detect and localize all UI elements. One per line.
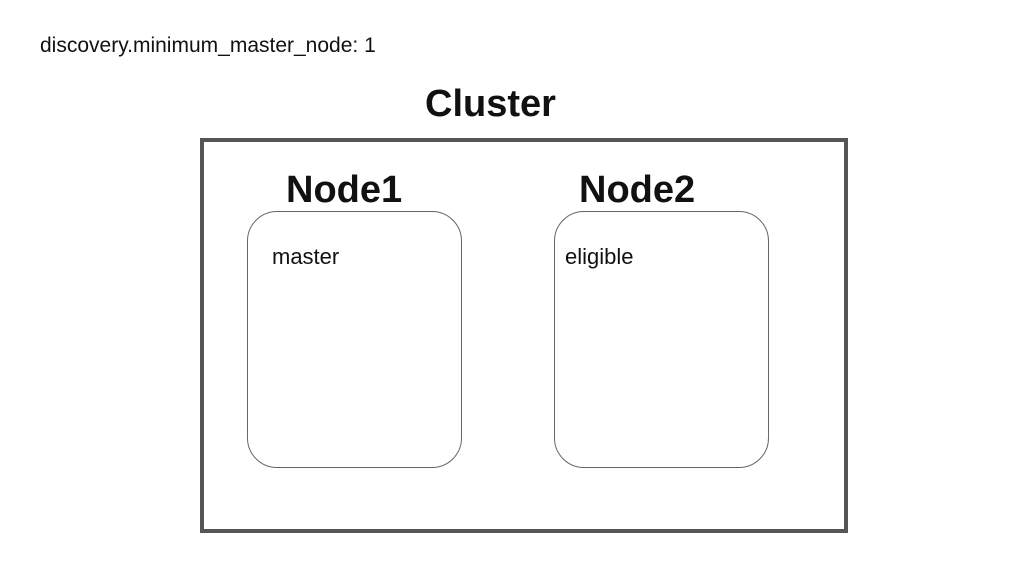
- node1-title: Node1: [286, 169, 403, 211]
- node2-role-label: eligible: [565, 244, 634, 269]
- node2-box: eligible: [554, 211, 769, 468]
- node1-box: master: [247, 211, 462, 468]
- discovery-setting-label: discovery.minimum_master_node: 1: [40, 34, 376, 57]
- node2-title: Node2: [579, 169, 696, 211]
- cluster-container: [200, 138, 848, 533]
- cluster-title: Cluster: [425, 83, 556, 125]
- node1-role-label: master: [272, 244, 340, 269]
